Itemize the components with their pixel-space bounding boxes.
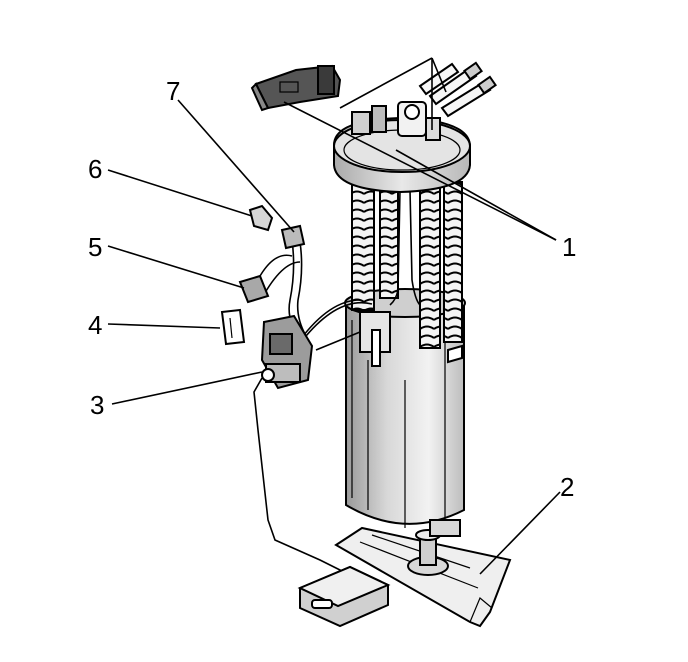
leader-1c [339, 57, 433, 109]
callout-2: 2 [560, 472, 574, 502]
callout-7: 7 [166, 76, 180, 106]
leader-1b [395, 149, 557, 241]
leader-6 [107, 169, 253, 217]
pump-flange [333, 61, 497, 194]
leader-7 [177, 99, 295, 233]
leader-1d [431, 57, 447, 93]
leader-1a [283, 101, 557, 241]
leader-3a [111, 371, 263, 405]
float-arm [253, 377, 391, 628]
leader-4 [107, 323, 221, 329]
callout-6: 6 [88, 154, 102, 184]
strainer [334, 526, 512, 628]
leader-5 [107, 245, 245, 289]
top-connector [250, 64, 342, 112]
leader-2 [479, 491, 561, 575]
callout-5: 5 [88, 232, 102, 262]
wiring-harness [220, 204, 373, 390]
callout-1: 1 [562, 232, 576, 262]
leader-lines [107, 57, 561, 575]
leader-3b [315, 331, 361, 351]
callout-3: 3 [90, 390, 104, 420]
callout-4: 4 [88, 310, 102, 340]
